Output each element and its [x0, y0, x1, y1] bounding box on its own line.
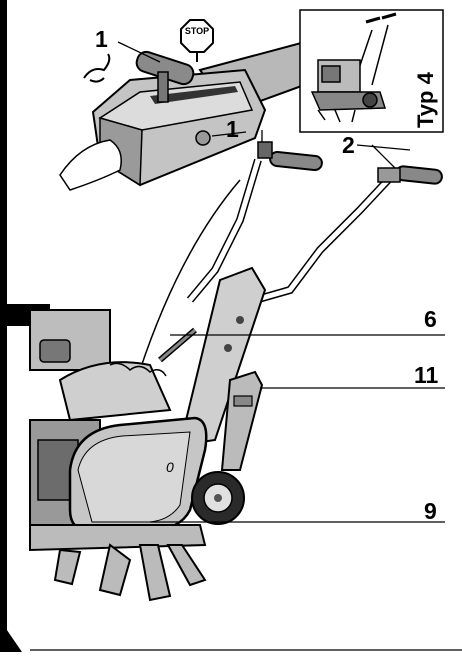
gear-cover-mark: 0 [166, 459, 174, 475]
stop-sign-icon [180, 19, 214, 53]
stop-button [195, 130, 211, 146]
handle-lever [257, 141, 273, 159]
column-bolt-1 [236, 316, 244, 324]
right-lever [377, 167, 401, 183]
control-box-front [99, 117, 143, 187]
leader-lever-handle [211, 131, 247, 137]
stop-sign-text: STOP [184, 26, 210, 36]
page-corner [0, 620, 22, 652]
label-handle-right: 2 [342, 132, 355, 158]
hand-outline [59, 139, 122, 191]
wheel-axle [214, 494, 222, 502]
inset-tiller [310, 12, 397, 123]
inset-caption: Typ 4 [413, 72, 438, 128]
gear-cover-face [77, 431, 191, 523]
depth-bar-clamp [233, 395, 253, 407]
tines [29, 524, 207, 602]
leader-handle-right [356, 144, 411, 151]
handle-column [178, 266, 267, 447]
throttle-lever-stem [157, 71, 169, 103]
leader-lever-top [117, 41, 161, 63]
column-bolt-2 [224, 344, 232, 352]
label-lever-top: 1 [95, 26, 108, 52]
grip-left [269, 151, 323, 171]
throttle-slot [150, 86, 238, 104]
label-part-9: 9 [424, 498, 437, 524]
main-handlebars [139, 158, 391, 371]
grip-right [395, 165, 443, 185]
label-part-11: 11 [414, 362, 439, 388]
label-part-6: 6 [424, 306, 437, 332]
speed-icon [83, 53, 111, 83]
label-lever-handle: 1 [226, 116, 239, 142]
